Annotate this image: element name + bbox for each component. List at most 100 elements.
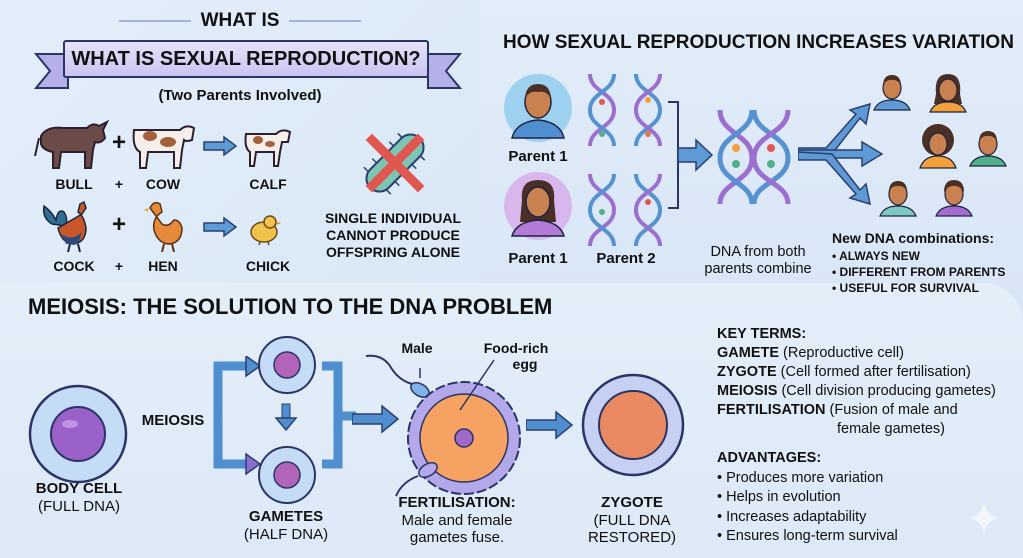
branching-arrows-icon — [798, 102, 884, 206]
fertilisation-sub-line-2: gametes fuse. — [409, 529, 505, 546]
gamete-cell-icon — [258, 336, 316, 394]
new-combo-item: USEFUL FOR SURVIVAL — [832, 280, 1005, 296]
cow-icon — [132, 125, 196, 169]
main-title-banner: WHAT IS SEXUAL REPRODUCTION? — [63, 40, 429, 78]
arrow-to-zygote-icon — [526, 410, 574, 440]
advantage-item: Ensures long-term survival — [717, 527, 898, 547]
parent-1-top-label: Parent 1 — [508, 148, 568, 165]
chick-icon — [250, 215, 281, 246]
combined-dna-icon — [717, 109, 791, 205]
kicker-rule-right — [289, 19, 362, 22]
kicker-rule-left — [118, 19, 191, 22]
key-term-row: GAMETE (Reproductive cell) — [717, 344, 996, 363]
key-term-row: ZYGOTE (Cell formed after fertilisation) — [717, 363, 996, 382]
advantage-item: Increases adaptability — [717, 508, 898, 528]
egg-label-line-1: Food-rich — [483, 340, 549, 356]
body-cell-label: BODY CELL — [35, 480, 123, 497]
key-term-row: MEIOSIS (Cell division producing gametes… — [717, 382, 996, 401]
plus-label-2: + — [114, 258, 124, 274]
sparkle-icon — [968, 502, 1000, 534]
kicker-text: WHAT IS — [200, 10, 280, 31]
key-term: MEIOSIS — [717, 383, 778, 399]
female-parent-avatar — [504, 172, 572, 240]
egg-label: Food-rich egg — [476, 340, 556, 372]
main-title: WHAT IS SEXUAL REPRODUCTION? — [71, 48, 421, 70]
single-individual-note: SINGLE INDIVIDUAL CANNOT PRODUCE OFFSPRI… — [318, 210, 468, 261]
fertilisation-sub: Male and female gametes fuse. — [392, 512, 522, 546]
gamete-cell-icon-2 — [258, 446, 316, 504]
banner-ribbon-tails — [33, 53, 463, 89]
zygote-sub: (FULL DNA RESTORED) — [582, 512, 682, 546]
fertilisation-label: FERTILISATION: — [398, 494, 516, 511]
bull-icon — [34, 119, 109, 169]
key-term-row: FERTILISATION (Fusion of male and — [717, 401, 996, 420]
gametes-sub: (HALF DNA) — [243, 526, 329, 543]
zygote-sub-line-2: RESTORED) — [587, 529, 677, 546]
male-parent-avatar — [504, 74, 572, 142]
key-term: ZYGOTE — [717, 364, 777, 380]
key-term-def: (Fusion of male and — [825, 402, 958, 418]
meiosis-title: MEIOSIS: THE SOLUTION TO THE DNA PROBLEM — [28, 294, 553, 319]
plus-label-1: + — [114, 176, 124, 192]
kicker: WHAT IS — [0, 10, 480, 32]
advantages: ADVANTAGES: Produces more variation Help… — [717, 449, 898, 547]
arrow-right-icon-2 — [203, 216, 238, 238]
plus-2: + — [112, 211, 127, 238]
key-term: FERTILISATION — [717, 402, 826, 418]
advantage-item: Helps in evolution — [717, 488, 898, 508]
meiosis-label: MEIOSIS — [141, 412, 205, 429]
hen-icon — [144, 201, 183, 253]
advantage-item: Produces more variation — [717, 469, 898, 489]
key-term-def: (Reproductive cell) — [779, 345, 904, 361]
chick-label: CHICK — [245, 258, 291, 274]
key-term: GAMETE — [717, 345, 780, 361]
key-term-def: (Cell formed after fertilisation) — [776, 364, 971, 380]
key-terms: KEY TERMS: GAMETE (Reproductive cell) ZY… — [717, 325, 996, 439]
note-line-3: OFFSPRING ALONE — [325, 244, 461, 260]
arrow-right-icon — [203, 135, 238, 157]
new-combos-list: ALWAYS NEW DIFFERENT FROM PARENTS USEFUL… — [832, 248, 1005, 296]
new-combo-item: ALWAYS NEW — [832, 248, 1005, 264]
calf-icon — [244, 129, 292, 167]
body-cell-sub: (FULL DNA) — [38, 498, 120, 515]
new-combo-item: DIFFERENT FROM PARENTS — [832, 264, 1006, 280]
zygote-sub-line-1: (FULL DNA — [593, 512, 671, 529]
plus-1: + — [112, 129, 127, 156]
key-term-def: (Cell division producing gametes) — [777, 383, 996, 399]
egg-label-line-2: egg — [512, 356, 538, 372]
combine-caption: DNA from both parents combine — [694, 244, 822, 278]
advantages-list: Produces more variation Helps in evoluti… — [717, 469, 898, 547]
cock-label: COCK — [53, 258, 95, 274]
body-cell-icon — [28, 384, 128, 484]
advantages-title: ADVANTAGES: — [717, 450, 822, 466]
cow-label: COW — [145, 176, 181, 192]
arrow-to-egg-icon — [352, 404, 400, 434]
calf-label: CALF — [249, 176, 287, 192]
zygote-icon — [581, 373, 685, 477]
combine-caption-line-1: DNA from both — [710, 244, 806, 260]
gametes-label: GAMETES — [248, 508, 324, 525]
variation-title: HOW SEXUAL REPRODUCTION INCREASES VARIAT… — [503, 32, 1014, 53]
hen-label: HEN — [148, 258, 178, 274]
dna-helix-icon — [587, 73, 617, 147]
combine-bracket-arrow — [668, 101, 714, 209]
crossed-bacterium-icon — [363, 132, 426, 195]
fertilisation-sub-line-1: Male and female — [401, 512, 513, 529]
subtitle: (Two Parents Involved) — [158, 87, 322, 104]
rooster-icon — [42, 200, 87, 253]
combine-caption-line-2: parents combine — [704, 261, 812, 277]
key-term-continuation: female gametes) — [837, 421, 945, 437]
offspring-group — [873, 74, 1007, 217]
parent-2-label: Parent 2 — [596, 250, 656, 267]
fertilisation-egg-icon — [365, 354, 521, 497]
offspring-avatar — [873, 75, 911, 111]
note-line-2: CANNOT PRODUCE — [326, 227, 460, 243]
new-combos-title: New DNA combinations: — [832, 230, 995, 246]
parent-dna-helices — [587, 73, 663, 247]
zygote-label: ZYGOTE — [601, 494, 663, 511]
key-terms-title: KEY TERMS: — [717, 326, 807, 342]
parent-1-bottom-label: Parent 1 — [508, 250, 568, 267]
note-line-1: SINGLE INDIVIDUAL — [324, 210, 462, 226]
bull-label: BULL — [55, 176, 93, 192]
male-label: Male — [401, 340, 433, 356]
